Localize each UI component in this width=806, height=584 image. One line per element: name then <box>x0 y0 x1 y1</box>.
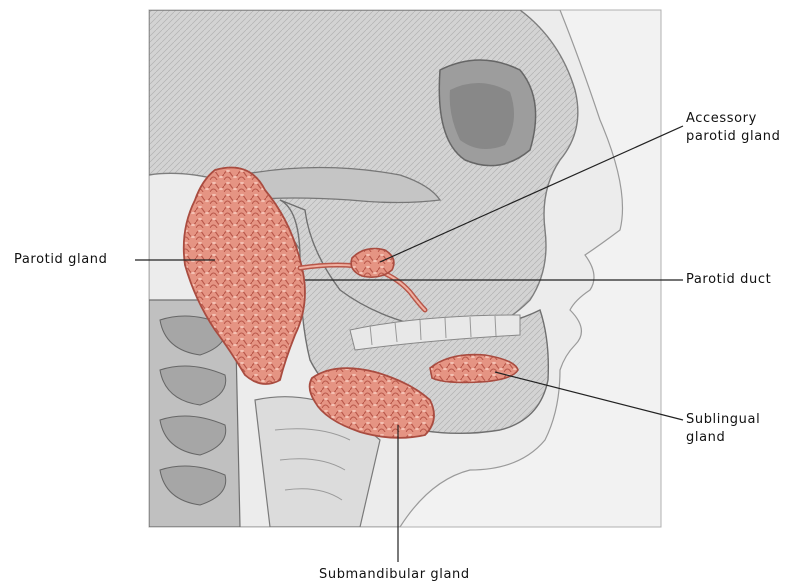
label-parotid-gland-text: Parotid gland <box>14 251 107 269</box>
label-parotid-duct: Parotid duct <box>686 271 771 289</box>
label-parotid-gland: Parotid gland <box>14 251 107 269</box>
label-sublingual-gland: Sublingual gland <box>686 411 760 447</box>
label-parotid-duct-text: Parotid duct <box>686 271 771 289</box>
label-sublingual-line1: Sublingual <box>686 411 760 429</box>
label-accessory-parotid-gland: Accessory parotid gland <box>686 110 780 146</box>
accessory-parotid-gland-shape <box>351 249 394 278</box>
label-accessory-line2: parotid gland <box>686 128 780 146</box>
label-sublingual-line2: gland <box>686 429 760 447</box>
label-submandibular-gland-text: Submandibular gland <box>319 566 470 584</box>
label-accessory-line1: Accessory <box>686 110 780 128</box>
label-submandibular-gland: Submandibular gland <box>319 566 470 584</box>
